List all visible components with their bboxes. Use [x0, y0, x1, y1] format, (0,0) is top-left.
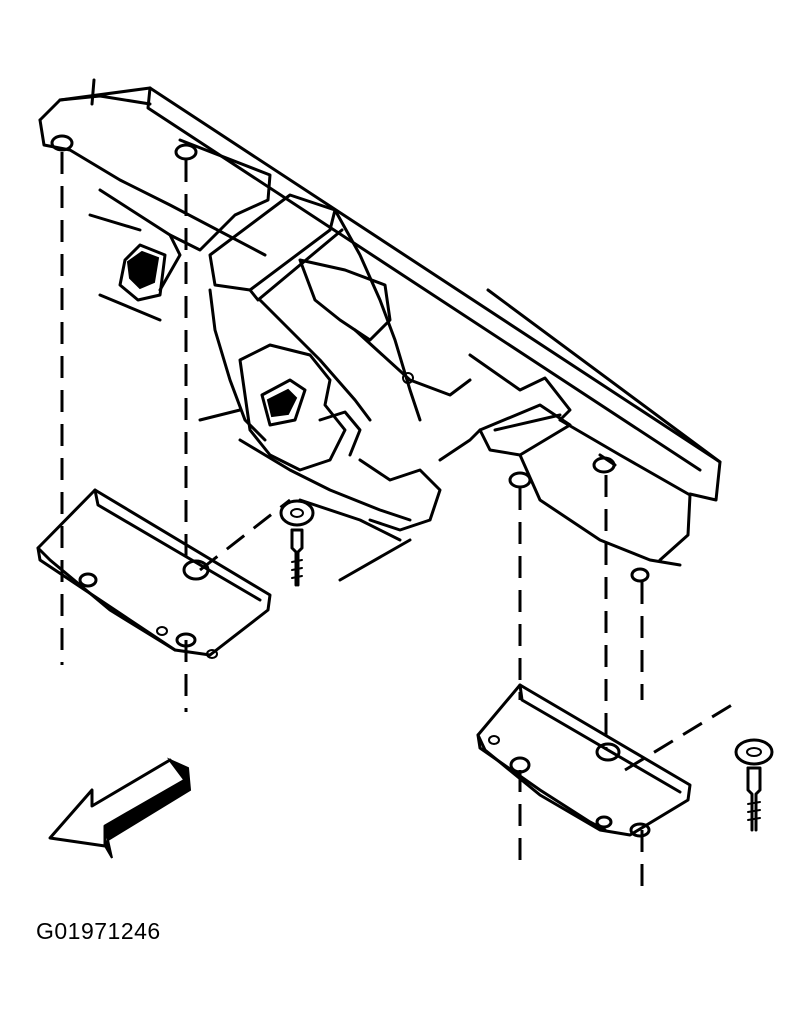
forward-direction-arrow-icon	[48, 757, 192, 859]
crossmember-frame	[38, 78, 722, 582]
figure-id-label: G01971246	[36, 918, 161, 944]
frame-stud-right-outer	[508, 471, 532, 489]
left-skid-plate	[36, 488, 272, 659]
frame-stud-left-outer	[50, 134, 74, 152]
alignment-lines	[60, 152, 741, 895]
right-skid-plate	[476, 683, 692, 838]
frame-stud-right-rear	[630, 567, 650, 583]
frame-stud-left-inner	[174, 143, 198, 161]
right-bolt-with-washer	[734, 738, 774, 832]
frame-stud-right-inner	[592, 456, 616, 474]
left-bolt-with-washer	[279, 499, 315, 587]
